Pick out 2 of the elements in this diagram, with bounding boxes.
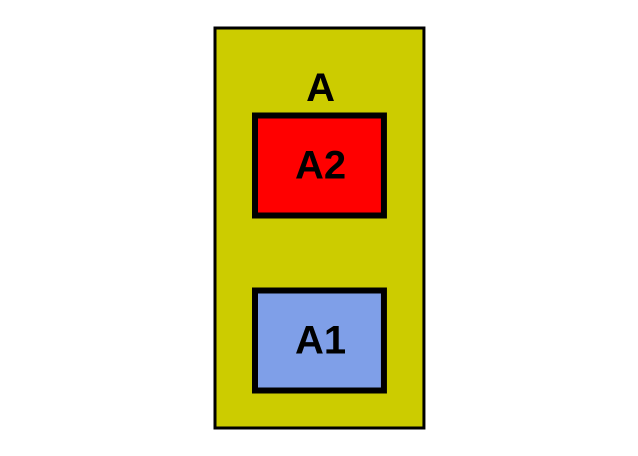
node-box: A1: [252, 288, 386, 394]
node-box: A2: [252, 112, 386, 218]
